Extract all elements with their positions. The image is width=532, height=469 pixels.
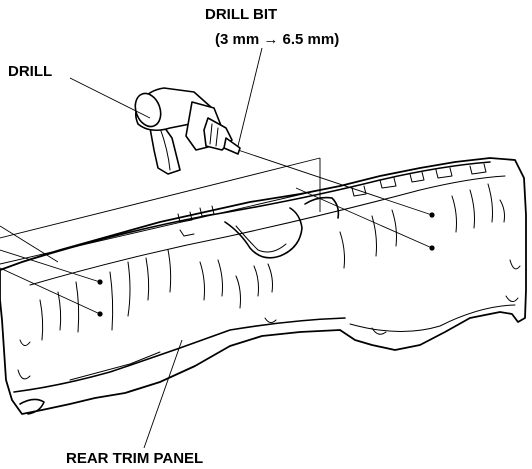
axis-line (0, 267, 101, 315)
panel-crease (499, 199, 505, 223)
panel-crease (371, 215, 377, 257)
panel-crease (469, 189, 475, 229)
axis-line (0, 157, 321, 239)
panel-bottom-ridge (349, 304, 516, 332)
panel-crease (339, 231, 345, 269)
drill-label: DRILL (8, 63, 52, 80)
drill-rear-cap (134, 92, 162, 128)
panel-bottom-lip (13, 317, 346, 393)
panel-tab-8 (179, 229, 195, 237)
panel-pocket-inner (235, 225, 287, 253)
panel-outline (0, 157, 527, 415)
panel-crease (167, 249, 172, 293)
axis-line (237, 149, 433, 216)
panel-crease (267, 263, 273, 293)
panel-pocket-lip (304, 196, 340, 219)
drill-bit-leader (237, 47, 263, 147)
drill (134, 87, 241, 175)
panel-tab-5 (409, 171, 425, 183)
rear-trim-panel (0, 157, 527, 415)
panel-crease (109, 271, 114, 331)
panel-crease (217, 259, 223, 297)
panel-clip (264, 317, 277, 324)
panel-crease (235, 275, 241, 309)
drill-chuck-ring (215, 127, 219, 147)
axis-line (295, 187, 433, 249)
axis-line (0, 225, 59, 263)
drill-leader (69, 77, 151, 119)
panel-crease (487, 183, 493, 223)
rear-trim-panel-label: REAR TRIM PANEL (66, 450, 203, 467)
panel-clip (19, 339, 31, 346)
panel-bottom-bracket (19, 398, 45, 415)
panel-clip (509, 259, 521, 270)
drill-chuck-ring (209, 123, 213, 145)
drill-holes (97, 212, 435, 317)
panel-tab-2 (199, 205, 215, 217)
alignment-lines (0, 149, 433, 315)
panel-clip (505, 295, 519, 302)
panel-bottom-ledge (69, 351, 161, 381)
drill-bit-label: DRILL BIT (205, 6, 277, 23)
panel-leader (143, 339, 183, 449)
drill-handle-edge (159, 127, 171, 171)
drill-bit-size-label: (3 mm → 6.5 mm) (215, 31, 339, 48)
drill-bit (223, 137, 241, 155)
panel-tab-7 (469, 163, 487, 175)
panel-crease (451, 195, 457, 233)
panel-top-lip (21, 161, 491, 263)
panel-tab-3 (351, 185, 367, 197)
panel-clip (371, 327, 387, 335)
panel-crease (391, 209, 397, 247)
axis-line (0, 189, 321, 265)
panel-crease (39, 299, 44, 341)
panel-tab-6 (435, 167, 453, 179)
panel-crease (75, 281, 80, 333)
panel-crease (145, 257, 150, 301)
panel-crease (127, 261, 131, 317)
panel-clip (17, 369, 31, 380)
panel-pocket (224, 207, 303, 259)
panel-inner-ridge (29, 175, 506, 286)
panel-crease (199, 261, 205, 301)
drill-handle (149, 123, 181, 175)
panel-tab-4 (379, 177, 397, 189)
panel-crease (253, 265, 259, 297)
axis-line (0, 249, 101, 283)
